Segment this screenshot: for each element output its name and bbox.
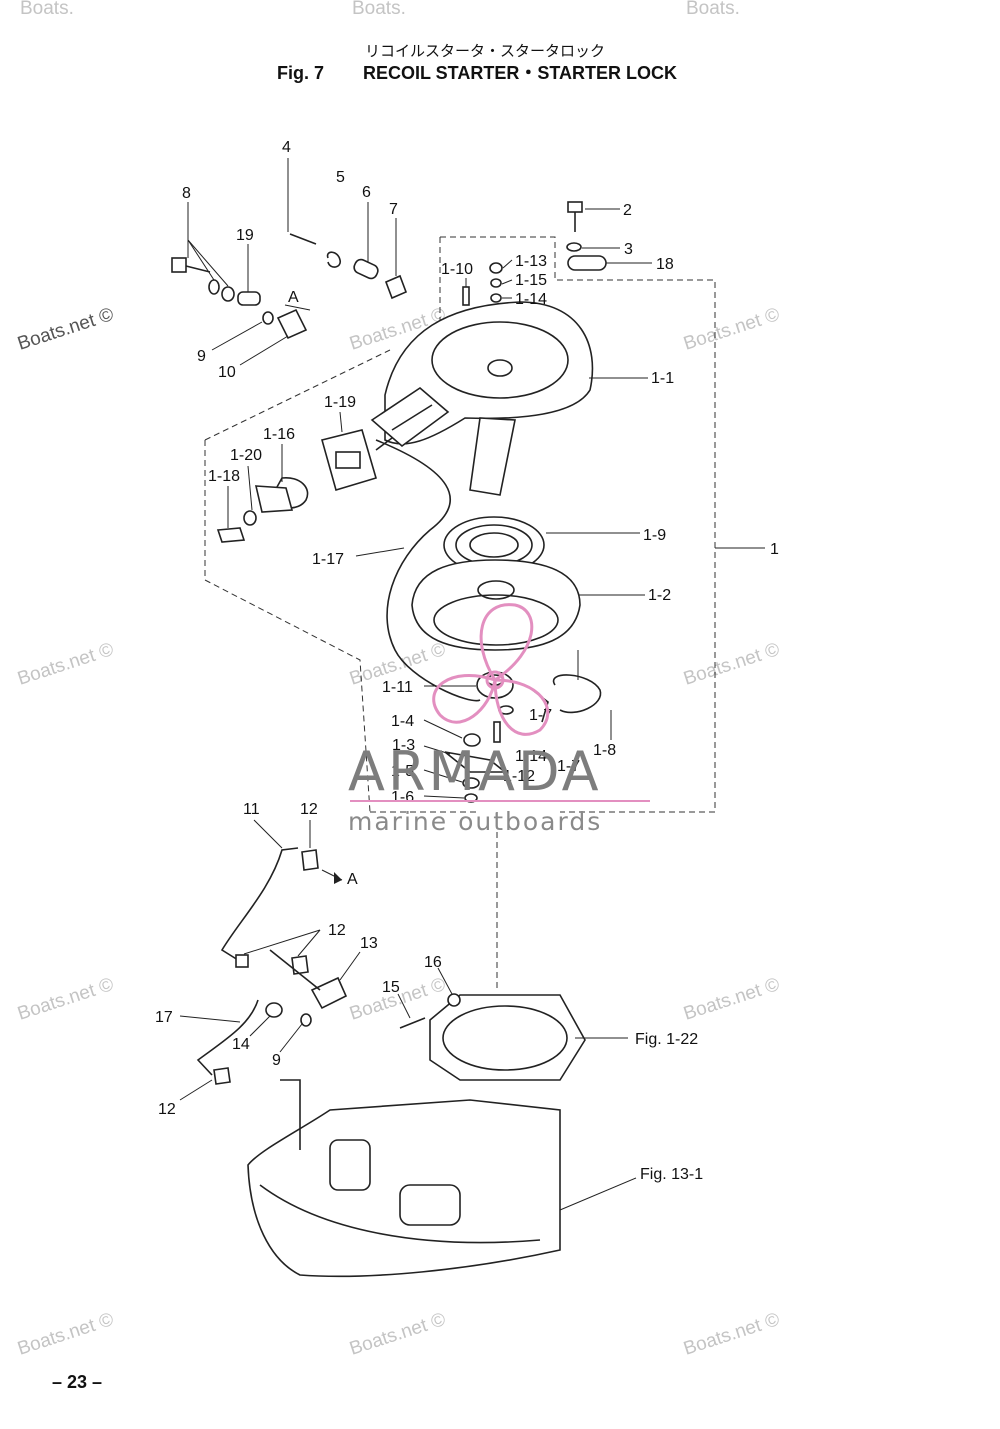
watermark-r2c1: Boats.net © <box>15 639 116 690</box>
callout-labels: 1 1-1 1-9 1-2 2 3 18 1-13 1-15 1-14 1-10… <box>155 139 779 1183</box>
callout-9-bottom: 9 <box>272 1052 281 1069</box>
leader-lines <box>179 158 652 1211</box>
callout-13: 13 <box>360 935 378 952</box>
callout-1-11: 1-11 <box>382 679 413 696</box>
callout-11: 11 <box>243 801 260 818</box>
starter-rope <box>375 439 481 702</box>
callout-9-top: 9 <box>197 348 206 365</box>
watermark-r4c1: Boats.net © <box>15 1309 116 1360</box>
lock-housing <box>216 429 393 543</box>
watermark-dark: Boats.net © <box>15 304 116 355</box>
lower-cowling <box>247 1079 561 1278</box>
callout-15: 15 <box>382 979 400 996</box>
top-fasteners <box>462 201 607 306</box>
callout-12-middle: 12 <box>328 922 346 939</box>
callout-1-16: 1-16 <box>263 426 295 443</box>
callout-1-7-lower: 1-7 <box>557 758 580 775</box>
callout-6: 6 <box>362 184 371 201</box>
arrow-markers <box>284 304 343 884</box>
callout-1-1: 1-1 <box>651 370 674 387</box>
callout-16: 16 <box>424 954 442 971</box>
propeller-icon <box>432 603 550 736</box>
callout-1-15: 1-15 <box>515 272 547 289</box>
callout-1-8: 1-8 <box>593 742 616 759</box>
watermark-top-left: Boats. <box>20 0 74 19</box>
watermark-r2c3: Boats.net © <box>681 639 782 690</box>
figure-number: Fig. 7 <box>277 63 324 83</box>
callout-1-3: 1-3 <box>392 737 415 754</box>
callout-a-bottom: A <box>347 871 358 888</box>
callout-1-19: 1-19 <box>324 394 356 411</box>
watermark-r4c2: Boats.net © <box>347 1309 448 1360</box>
callout-1-14-bottom: 1-14 <box>515 748 547 765</box>
page-number: – 23 – <box>52 1372 102 1392</box>
ref-fig-1-22: Fig. 1-22 <box>635 1031 698 1048</box>
callout-5: 5 <box>336 169 345 186</box>
lock-linkage-upper <box>171 233 408 340</box>
callout-1-2: 1-2 <box>648 587 671 604</box>
figure-title: RECOIL STARTER・STARTER LOCK <box>363 63 677 83</box>
starter-case <box>370 301 594 496</box>
callout-1-9: 1-9 <box>643 527 666 544</box>
callout-4: 4 <box>282 139 291 156</box>
callout-1-4: 1-4 <box>391 713 414 730</box>
callout-7: 7 <box>389 201 398 218</box>
callout-1-20: 1-20 <box>230 447 262 464</box>
watermark-top-right: Boats. <box>686 0 740 19</box>
watermark-top-center: Boats. <box>352 0 406 19</box>
callout-19: 19 <box>236 227 254 244</box>
callout-1-10: 1-10 <box>441 261 473 278</box>
watermark-r3c3: Boats.net © <box>681 974 782 1025</box>
callout-12-upper: 12 <box>300 801 318 818</box>
callout-2: 2 <box>623 202 632 219</box>
callout-12-lower: 12 <box>158 1101 176 1118</box>
callout-18: 18 <box>656 256 674 273</box>
starter-reel <box>411 559 581 651</box>
watermark-r1c3: Boats.net © <box>681 304 782 355</box>
callout-3: 3 <box>624 241 633 258</box>
callout-1-5: 1-5 <box>391 763 414 780</box>
brand-tagline: marine outboards <box>348 807 602 836</box>
callout-17: 17 <box>155 1009 173 1026</box>
callout-1: 1 <box>770 541 779 558</box>
assembly-boundaries <box>204 236 765 990</box>
callout-14: 14 <box>232 1036 250 1053</box>
title-japanese: リコイルスタータ・スタータロック <box>365 42 605 60</box>
lock-linkage-lower <box>196 847 348 1085</box>
brand-logo: ARMADA marine outboards <box>348 603 650 836</box>
adapter-plate <box>399 993 586 1081</box>
callout-1-18: 1-18 <box>208 468 240 485</box>
callout-10: 10 <box>218 364 236 381</box>
brand-name: ARMADA <box>348 740 602 803</box>
callout-1-14-top: 1-14 <box>515 291 547 308</box>
callout-8: 8 <box>182 185 191 202</box>
callout-1-12: 1-12 <box>503 768 535 785</box>
callout-1-17: 1-17 <box>312 551 344 568</box>
callout-1-13: 1-13 <box>515 253 547 270</box>
watermark-r3c1: Boats.net © <box>15 974 116 1025</box>
callout-a-top: A <box>288 289 299 306</box>
watermark-r4c3: Boats.net © <box>681 1309 782 1360</box>
ref-fig-13-1: Fig. 13-1 <box>640 1166 703 1183</box>
